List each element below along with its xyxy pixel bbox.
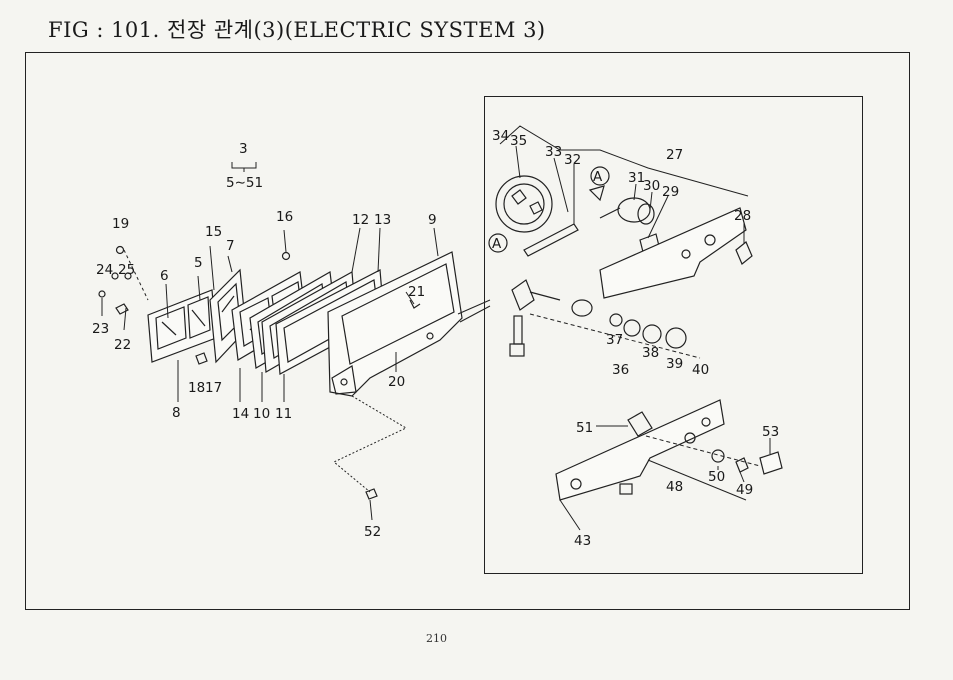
callout-3: 3 bbox=[239, 141, 248, 157]
callout-21: 21 bbox=[408, 284, 425, 300]
callout-10: 10 bbox=[253, 406, 270, 422]
cluster-leader-lines bbox=[101, 162, 491, 521]
callout-43: 43 bbox=[574, 533, 591, 549]
callout-A-top: A bbox=[593, 169, 603, 185]
callout-30: 30 bbox=[643, 178, 660, 194]
callout-24: 24 bbox=[96, 262, 113, 278]
inset-leader-lines bbox=[499, 125, 771, 531]
callout-31: 31 bbox=[628, 170, 645, 186]
callout-28: 28 bbox=[734, 208, 751, 224]
cluster-small-parts bbox=[98, 245, 378, 500]
callout-50: 50 bbox=[708, 469, 725, 485]
inset-switch-body bbox=[509, 279, 701, 359]
callout-14: 14 bbox=[232, 406, 249, 422]
callout-18: 18 bbox=[188, 380, 205, 396]
inset-mounting-bracket bbox=[599, 207, 753, 299]
callout-16: 16 bbox=[276, 209, 293, 225]
callout-22: 22 bbox=[114, 337, 131, 353]
callout-51: 51 bbox=[576, 420, 593, 436]
callout-27: 27 bbox=[666, 147, 683, 163]
callout-19: 19 bbox=[112, 216, 129, 232]
callout-49: 49 bbox=[736, 482, 753, 498]
diagram-frame bbox=[25, 52, 910, 610]
callout-35: 35 bbox=[510, 133, 527, 149]
callout-37: 37 bbox=[606, 332, 623, 348]
callout-48: 48 bbox=[666, 479, 683, 495]
callout-11: 11 bbox=[275, 406, 292, 422]
callout-A-bottom: A bbox=[492, 236, 502, 252]
detail-inset-frame bbox=[484, 96, 863, 574]
callout-15: 15 bbox=[205, 224, 222, 240]
cluster-back-housing bbox=[147, 289, 217, 363]
callout-13: 13 bbox=[374, 212, 391, 228]
callout-5: 5 bbox=[194, 255, 203, 271]
callout-29: 29 bbox=[662, 184, 679, 200]
callout-6: 6 bbox=[160, 268, 169, 284]
callout-12: 12 bbox=[352, 212, 369, 228]
callout-33: 33 bbox=[545, 144, 562, 160]
callout-7: 7 bbox=[226, 238, 235, 254]
figure-title: FIG : 101. 전장 관계(3)(ELECTRIC SYSTEM 3) bbox=[48, 18, 546, 42]
callout-20: 20 bbox=[388, 374, 405, 390]
callout-38: 38 bbox=[642, 345, 659, 361]
cluster-bezel bbox=[327, 251, 463, 397]
page-number: 210 bbox=[426, 632, 447, 645]
callout-52: 52 bbox=[364, 524, 381, 540]
callout-53: 53 bbox=[762, 424, 779, 440]
callout-40: 40 bbox=[692, 362, 709, 378]
callout-32: 32 bbox=[564, 152, 581, 168]
callout-25: 25 bbox=[118, 262, 135, 278]
callout-36: 36 bbox=[612, 362, 629, 378]
callout-23: 23 bbox=[92, 321, 109, 337]
inset-lower-bracket bbox=[555, 399, 783, 501]
callout-9: 9 bbox=[428, 212, 437, 228]
callout-39: 39 bbox=[666, 356, 683, 372]
callout-8: 8 bbox=[172, 405, 181, 421]
inset-light-cover-parts bbox=[488, 166, 610, 257]
callout-5-51: 5∼51 bbox=[226, 175, 263, 191]
callout-34: 34 bbox=[492, 128, 509, 144]
callout-17: 17 bbox=[205, 380, 222, 396]
